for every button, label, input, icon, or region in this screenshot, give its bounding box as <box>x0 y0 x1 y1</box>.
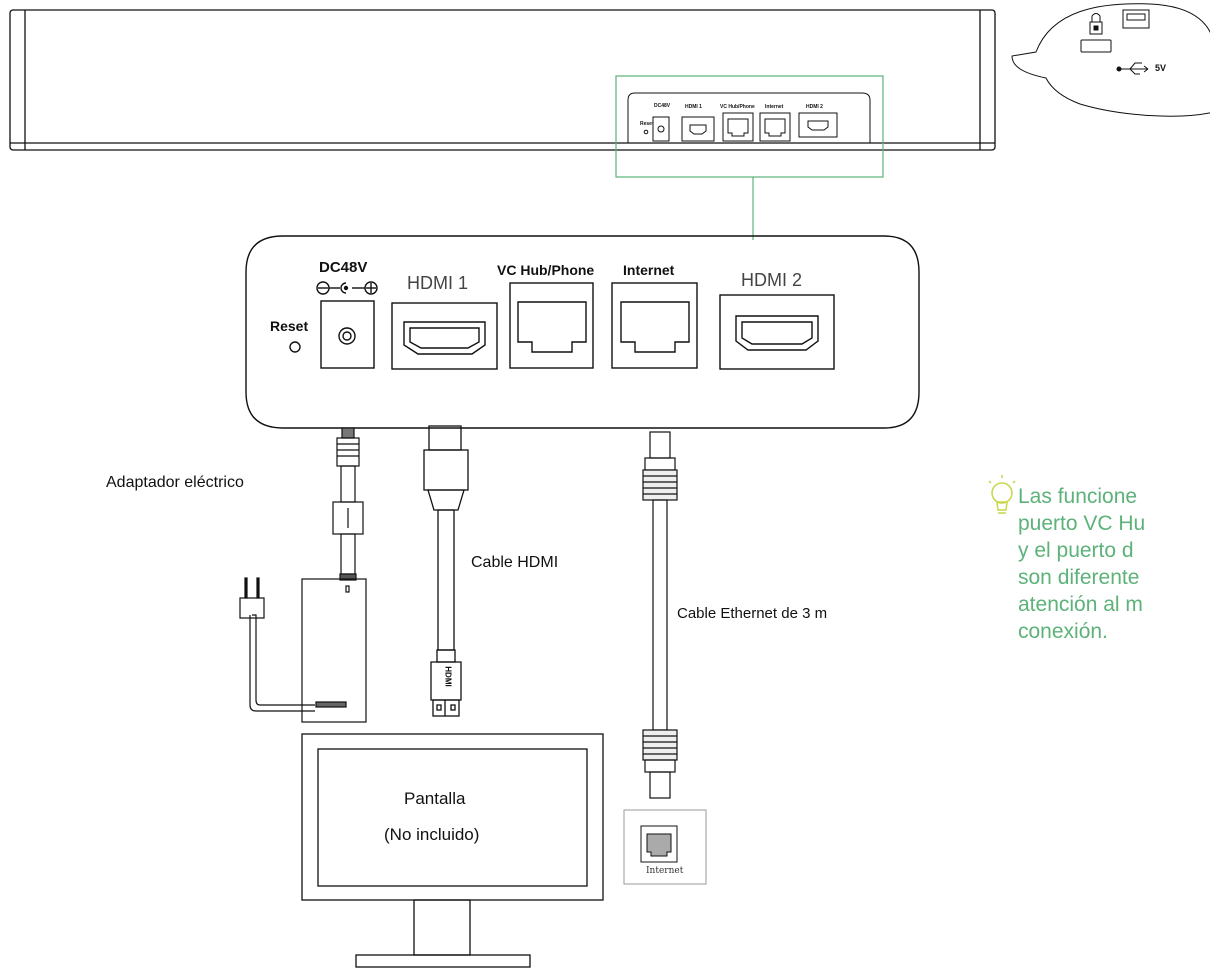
display-note: (No incluido) <box>384 825 480 844</box>
vc-hub-label: VC Hub/Phone <box>497 262 595 278</box>
hdmi-cable <box>423 425 469 717</box>
monitor <box>301 733 604 968</box>
display-title: Pantalla <box>404 789 466 808</box>
tip-line: conexión. <box>1018 620 1108 643</box>
hdmi1-label: HDMI 1 <box>407 273 469 293</box>
usb-power-label: 5V <box>1155 63 1167 73</box>
tip-line: son diferente <box>1018 566 1140 589</box>
device-bar <box>9 9 996 151</box>
tip-line: puerto VC Hu <box>1018 512 1146 535</box>
wall-jack-label: Internet <box>646 866 684 876</box>
device-vc-hub-label: VC Hub/Phone <box>720 104 755 110</box>
power-adapter <box>239 427 367 723</box>
zoom-frame <box>615 75 884 240</box>
hdmi-cable-label: Cable HDMI <box>471 554 559 571</box>
power-adapter-label: Adaptador eléctrico <box>106 474 244 491</box>
tip-line: Las funcione <box>1018 485 1138 508</box>
internet-label: Internet <box>623 262 675 278</box>
dc-label: DC48V <box>319 259 368 276</box>
tip-line: atención al m <box>1018 593 1143 616</box>
device-internet-label: Internet <box>765 104 784 110</box>
wall-jack <box>623 809 707 885</box>
device-hdmi1-label: HDMI 1 <box>685 104 702 110</box>
tip-note: Las funcione puerto VC Hu y el puerto d … <box>1018 483 1210 645</box>
device-dc-label: DC48V <box>654 103 671 109</box>
hdmi-plug-label: HDMI <box>443 666 453 687</box>
ethernet-cable-label: Cable Ethernet de 3 m <box>677 605 828 622</box>
ethernet-cable <box>642 431 678 799</box>
reset-label: Reset <box>270 318 309 334</box>
lightbulb-icon <box>988 475 1016 514</box>
device-reset-label: Reset <box>640 121 654 127</box>
device-port-bay <box>627 92 871 143</box>
dc-symbol-icon <box>316 281 378 295</box>
port-panel <box>245 235 920 429</box>
tip-line: y el puerto d <box>1018 539 1134 562</box>
device-hdmi2-label: HDMI 2 <box>806 104 823 110</box>
hdmi2-label: HDMI 2 <box>741 270 803 290</box>
usb-callout <box>1011 3 1210 117</box>
